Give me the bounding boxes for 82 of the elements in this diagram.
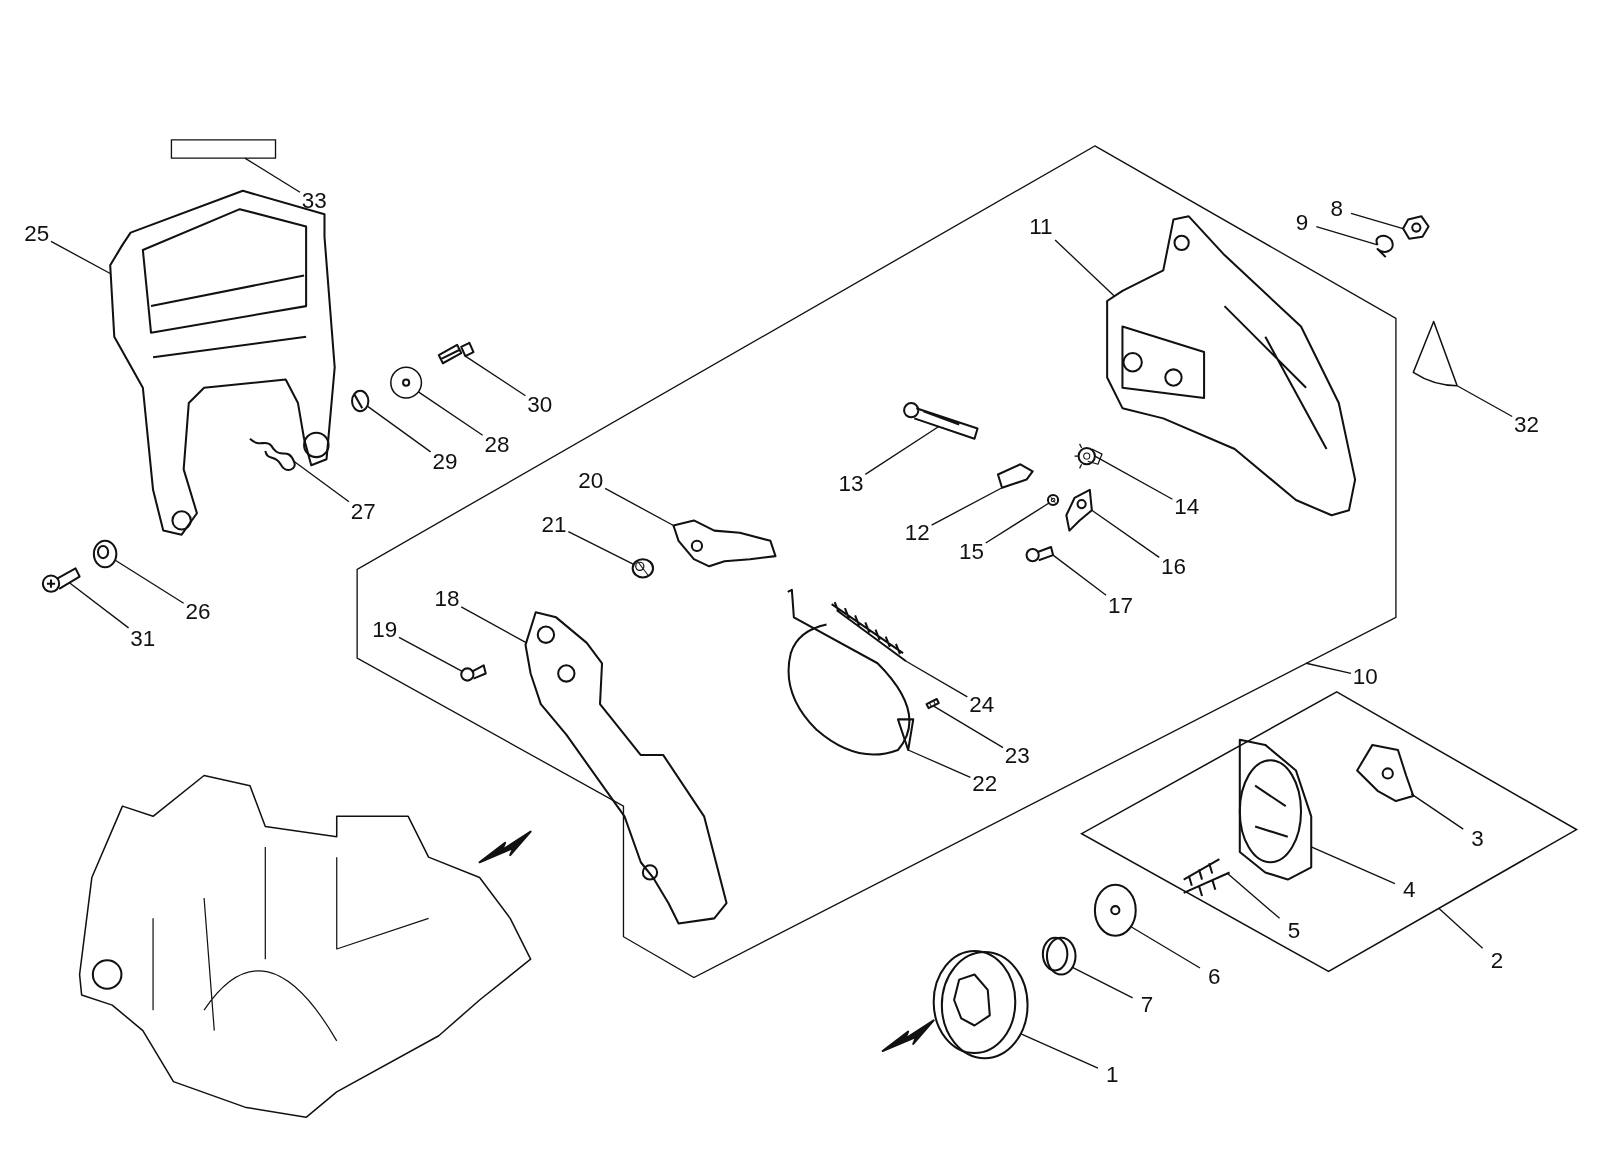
callout-number: 26 (185, 601, 211, 624)
callout-number: 22 (972, 772, 998, 795)
callout-number: 5 (1287, 919, 1301, 942)
callout-number: 17 (1107, 594, 1133, 618)
callout-number: 33 (301, 189, 327, 213)
callout-number: 21 (541, 513, 567, 536)
leader-line (567, 530, 635, 565)
leader-line (1438, 907, 1484, 949)
leader-line (1456, 385, 1513, 418)
leader-line (930, 487, 1003, 526)
callout-number: 15 (958, 540, 984, 564)
bar-tip-cover-drawing (1412, 320, 1458, 387)
leader-line (50, 240, 111, 275)
spring-drawing (249, 438, 296, 471)
leader-line (1091, 509, 1160, 558)
bushing-drawing (92, 539, 118, 569)
callout-number: 31 (130, 627, 156, 650)
leader-line (985, 502, 1050, 544)
washer-drawing (1093, 883, 1137, 937)
callout-number: 16 (1161, 556, 1186, 579)
callout-number: 13 (838, 472, 864, 495)
leader-line (1226, 872, 1281, 919)
callout-number: 6 (1208, 965, 1221, 988)
leader-line (1071, 966, 1134, 999)
leader-line (417, 391, 484, 436)
callout-number: 25 (24, 222, 50, 245)
leader-line (1315, 226, 1379, 246)
leader-line (1094, 455, 1174, 500)
callout-number: 4 (1402, 878, 1416, 901)
leader-line (398, 636, 463, 673)
leader-line (244, 157, 301, 193)
callout-number: 14 (1174, 495, 1200, 519)
lightning-bolt-icon (881, 1019, 935, 1053)
callout-number: 28 (484, 433, 510, 457)
lightning-bolt-icon (478, 830, 532, 864)
leader-line (907, 749, 972, 779)
callout-number: 8 (1330, 197, 1343, 221)
callout-number: 10 (1352, 665, 1378, 688)
leader-line (1129, 925, 1201, 969)
callout-number: 3 (1471, 827, 1484, 850)
callout-number: 20 (578, 469, 604, 492)
screw-drawing (437, 341, 475, 365)
leader-line (366, 405, 432, 453)
leader-line (905, 660, 968, 698)
label-sticker (170, 139, 277, 159)
callout-number: 27 (350, 501, 376, 524)
leader-line (1350, 212, 1404, 230)
leader-line (1019, 1033, 1099, 1069)
leader-line (604, 487, 675, 527)
leader-line (1310, 846, 1396, 885)
clip-drawing (1375, 234, 1394, 258)
callout-number: 12 (904, 521, 930, 544)
callout-number: 1 (1106, 1063, 1119, 1086)
leader-line (460, 606, 528, 644)
nut-drawing (1402, 215, 1430, 240)
leader-line (293, 460, 350, 503)
callout-number: 18 (434, 587, 460, 611)
callout-number: 7 (1140, 993, 1154, 1017)
chain-brake-handle-drawing (109, 189, 336, 536)
callout-number: 29 (432, 451, 458, 474)
leader-line (1410, 793, 1464, 830)
leader-line (114, 559, 185, 604)
leader-line (1305, 662, 1352, 674)
callout-number: 24 (969, 693, 995, 717)
callout-number: 9 (1295, 211, 1309, 234)
callout-number: 23 (1004, 744, 1030, 768)
screw-drawing (41, 567, 81, 593)
bushing-drawing (351, 389, 370, 413)
leader-line (464, 355, 527, 397)
washer-drawing (390, 366, 423, 399)
callout-number: 2 (1490, 950, 1504, 973)
callout-number: 30 (527, 393, 553, 417)
bearing-drawing (1041, 936, 1077, 976)
leader-line (933, 705, 1004, 749)
leader-line (1052, 554, 1107, 596)
leader-line (68, 582, 130, 629)
sprocket-drawing (932, 950, 1029, 1060)
callout-number: 19 (372, 618, 398, 641)
callout-number: 32 (1514, 413, 1540, 436)
leader-line (1054, 239, 1115, 297)
leader-line (864, 425, 940, 476)
callout-number: 11 (1029, 215, 1053, 238)
